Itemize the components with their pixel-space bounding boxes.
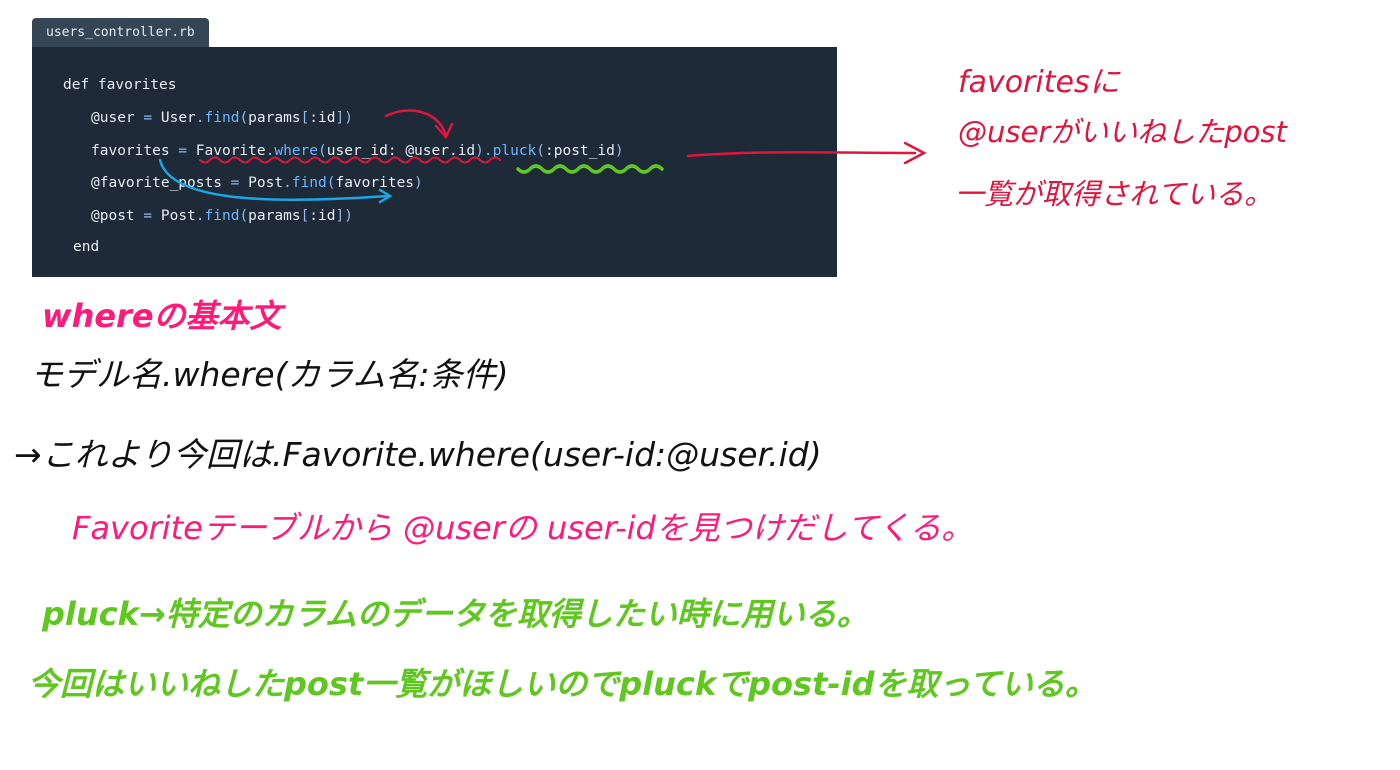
code-token: @favorite_posts bbox=[91, 175, 222, 191]
code-token: where bbox=[274, 143, 319, 159]
code-token: :post_id bbox=[545, 143, 615, 159]
code-line-favorites: favorites = Favorite.where(user_id: @use… bbox=[91, 141, 624, 161]
code-line-favorite-posts: @favorite_posts = Post.find(favorites) bbox=[91, 173, 423, 193]
pluck-usage-note: 今回はいいねしたpost一覧がほしいのでpluckでpost-idを取っている。 bbox=[28, 665, 1097, 703]
code-token: [ bbox=[300, 110, 310, 126]
code-token: find bbox=[204, 208, 240, 224]
code-token: ) bbox=[614, 143, 624, 159]
code-token: ] bbox=[335, 208, 345, 224]
pluck-definition: pluck→特定のカラムのデータを取得したい時に用いる。 bbox=[42, 595, 869, 633]
keyword-def: def bbox=[63, 77, 90, 93]
file-tab[interactable]: users_controller.rb bbox=[32, 18, 209, 48]
code-token: . bbox=[195, 110, 205, 126]
where-explanation: Favoriteテーブルから @userの user-idを見つけだしてくる。 bbox=[72, 509, 974, 547]
code-token: ) bbox=[414, 175, 423, 191]
code-token: ( bbox=[318, 143, 327, 159]
side-note-line-1: favoritesに bbox=[958, 65, 1120, 100]
code-token: params bbox=[248, 110, 301, 126]
code-line-end: end bbox=[73, 237, 99, 257]
code-token: pluck bbox=[492, 143, 537, 159]
red-long-arrow-head bbox=[903, 141, 927, 165]
code-token: find bbox=[204, 110, 240, 126]
code-token: . bbox=[265, 143, 275, 159]
code-token: = bbox=[134, 110, 161, 126]
code-token: . bbox=[483, 143, 493, 159]
code-token: Post bbox=[248, 175, 284, 191]
code-token: ( bbox=[536, 143, 546, 159]
method-name: favorites bbox=[89, 77, 177, 93]
code-token: ) bbox=[475, 143, 484, 159]
side-note-line-2: @userがいいねしたpost bbox=[958, 115, 1287, 149]
keyword-end: end bbox=[73, 239, 100, 255]
code-token: ] bbox=[335, 110, 345, 126]
code-token: favorites bbox=[91, 143, 170, 159]
code-token: @post bbox=[91, 208, 135, 224]
code-line-post: @post = Post.find(params[:id]) bbox=[91, 206, 353, 226]
side-note-line-3: 一覧が取得されている。 bbox=[955, 177, 1274, 211]
code-line-user: @user = User.find(params[:id]) bbox=[91, 108, 353, 128]
code-token: . bbox=[283, 175, 292, 191]
where-heading: whereの基本文 bbox=[42, 297, 282, 335]
code-token: :id bbox=[309, 208, 336, 224]
code-token: User bbox=[160, 110, 196, 126]
code-token: [ bbox=[300, 208, 310, 224]
code-token: favorites bbox=[335, 175, 415, 191]
where-syntax: モデル名.where(カラム名:条件) bbox=[30, 355, 509, 394]
code-token: Post bbox=[160, 208, 196, 224]
code-token: = bbox=[134, 208, 161, 224]
code-token: params bbox=[248, 208, 301, 224]
code-line-def: def favorites bbox=[63, 75, 177, 95]
code-token: = bbox=[221, 175, 249, 191]
code-token: @user bbox=[91, 110, 135, 126]
this-time-example: →これより今回は.Favorite.where(user-id:@user.id… bbox=[14, 435, 822, 474]
code-block: def favorites @user = User.find(params[:… bbox=[32, 47, 837, 277]
code-token: :id bbox=[309, 110, 336, 126]
code-token: . bbox=[195, 208, 205, 224]
code-token: user_id: @user.id bbox=[326, 143, 476, 159]
code-token: ( bbox=[239, 110, 249, 126]
code-token: = bbox=[169, 143, 196, 159]
code-token: ) bbox=[344, 208, 353, 224]
code-token: find bbox=[291, 175, 327, 191]
code-token: ( bbox=[239, 208, 249, 224]
code-token: Favorite bbox=[195, 143, 266, 159]
code-token: ) bbox=[344, 110, 353, 126]
